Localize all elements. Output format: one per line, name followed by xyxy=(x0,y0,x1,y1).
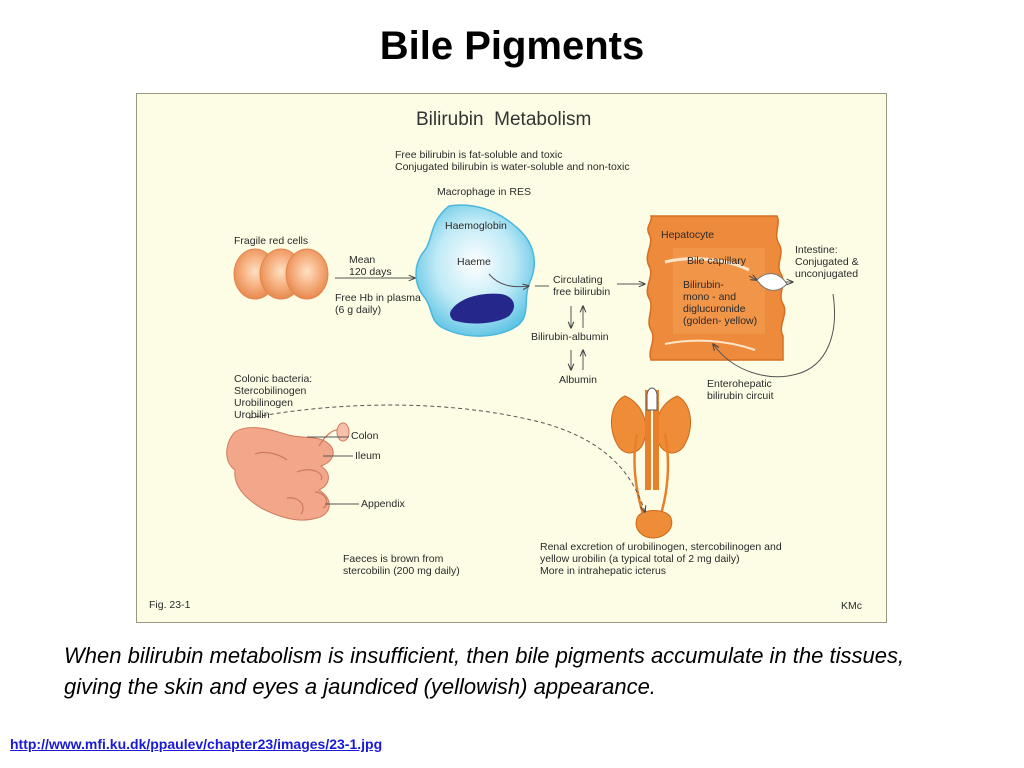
colonic-bacteria-label: Colonic bacteria: Stercobilinogen Urobil… xyxy=(234,373,313,421)
faeces-label: Faeces is brown from stercobilin (200 mg… xyxy=(343,553,460,577)
bilirubin-albumin-label: Bilirubin-albumin xyxy=(531,331,609,343)
bilirubin-conjugate-label: Bilirubin- mono - and diglucuronide (gol… xyxy=(683,279,758,327)
haemoglobin-label: Haemoglobin xyxy=(445,220,507,232)
macrophage-icon xyxy=(415,204,536,337)
slide-title: Bile Pigments xyxy=(379,24,645,68)
figure-title: Bilirubin Metabolism xyxy=(416,109,592,130)
hepatocyte-icon xyxy=(646,215,786,361)
colon-label: Colon xyxy=(351,430,379,442)
macrophage-label: Macrophage in RES xyxy=(437,186,531,198)
albumin-label: Albumin xyxy=(559,374,597,386)
intestine-icon xyxy=(226,422,350,521)
haeme-label: Haeme xyxy=(457,256,491,268)
bile-capillary-label: Bile capillary xyxy=(687,255,746,267)
fragile-red-cells-label: Fragile red cells xyxy=(234,235,309,247)
red-cells-icon xyxy=(233,248,329,300)
free-hb-label: Free Hb in plasma (6 g daily) xyxy=(335,292,421,316)
figure-artwork xyxy=(226,204,835,539)
enterohepatic-label: Enterohepatic bilirubin circuit xyxy=(707,378,774,402)
hepatocyte-label: Hepatocyte xyxy=(661,229,715,241)
slide-caption: When bilirubin metabolism is insufficien… xyxy=(64,643,905,699)
figure-credit: KMc xyxy=(841,600,862,612)
renal-excretion-label: Renal excretion of urobilinogen, stercob… xyxy=(540,541,782,577)
figure-number: Fig. 23-1 xyxy=(149,599,191,611)
bilirubin-metabolism-figure: Bilirubin Metabolism Free bilirubin is f… xyxy=(136,93,887,623)
kidneys-icon xyxy=(610,387,692,539)
intestine-label: Intestine: Conjugated & unconjugated xyxy=(795,244,859,280)
circulating-bilirubin-label: Circulating free bilirubin xyxy=(553,274,611,298)
mean-days-label: Mean 120 days xyxy=(349,254,392,278)
ileum-label: Ileum xyxy=(355,450,381,462)
appendix-label: Appendix xyxy=(361,498,405,510)
bilirubin-note: Free bilirubin is fat-soluble and toxic … xyxy=(395,149,630,173)
source-link[interactable]: http://www.mfi.ku.dk/ppaulev/chapter23/i… xyxy=(10,736,383,752)
